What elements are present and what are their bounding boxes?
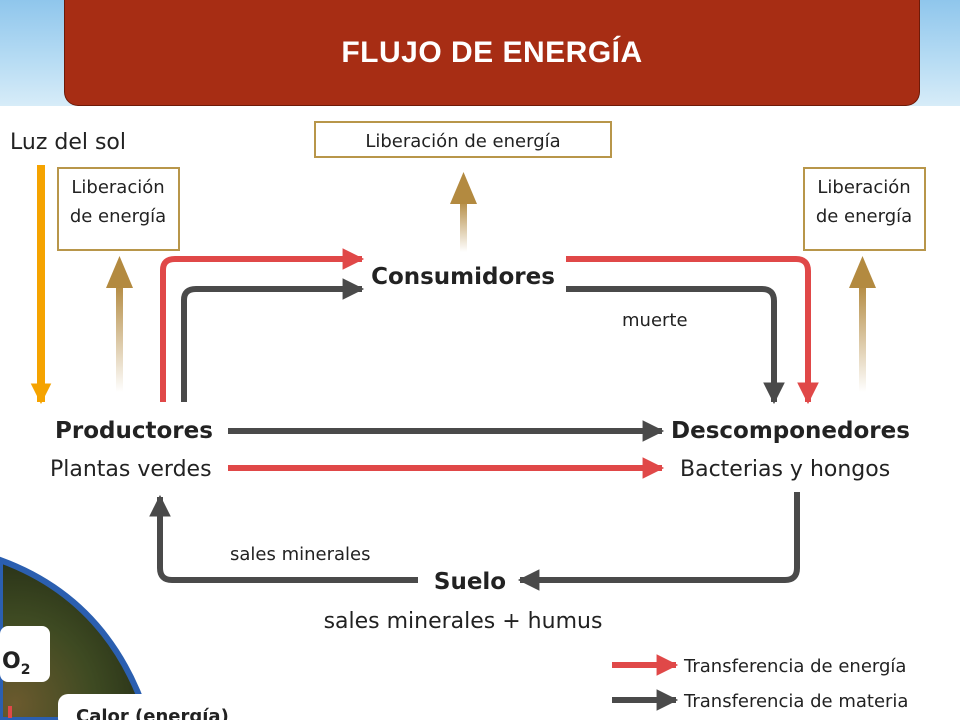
matter-arrow-decomposers-soil: [517, 492, 800, 591]
legend: Transferencia de energía Transferencia d…: [612, 654, 908, 712]
death-label: muerte: [622, 310, 688, 331]
release-arrow-right: [849, 256, 876, 392]
release-arrow-top: [450, 172, 477, 252]
soil-subtitle: sales minerales + humus: [324, 609, 603, 634]
consumers-node: Consumidores: [371, 264, 555, 290]
decomposers-subtitle: Bacterias y hongos: [680, 457, 890, 482]
energy-release-top-label: Liberación de energía: [365, 131, 560, 152]
page-title: FLUJO DE ENERGÍA: [341, 35, 643, 69]
sunlight-label: Luz del sol: [10, 130, 126, 155]
o2-label: O2: [2, 649, 30, 678]
energy-release-right-line2: de energía: [816, 206, 912, 227]
title-banner: FLUJO DE ENERGÍA: [64, 0, 920, 106]
soil-node: Suelo: [434, 569, 506, 595]
energy-release-left-line1: Liberación: [71, 177, 164, 198]
heat-label-bg: [58, 694, 238, 720]
matter-arrow-death: [566, 286, 785, 405]
energy-arrow-producers-consumers: [160, 248, 365, 402]
legend-energy-label: Transferencia de energía: [683, 656, 906, 677]
corner-photo: O2 Calor (energía): [0, 556, 238, 720]
o2-label-bg: [0, 626, 50, 682]
producers-node: Productores: [55, 418, 213, 444]
diagram-canvas: O2 Calor (energía) Luz del sol Liberació…: [0, 121, 926, 720]
energy-release-box-top: [314, 121, 612, 158]
matter-arrow-producers-consumers: [181, 278, 365, 402]
heat-label: Calor (energía): [76, 706, 229, 720]
energy-release-box-right: [803, 167, 926, 251]
energy-release-box-left: [57, 167, 180, 251]
producers-subtitle: Plantas verdes: [50, 457, 212, 482]
matter-arrow-soil-producers: [149, 494, 418, 583]
energy-release-left-line2: de energía: [70, 206, 166, 227]
minerals-label: sales minerales: [230, 544, 370, 565]
legend-matter-label: Transferencia de materia: [683, 691, 908, 712]
decomposers-node: Descomponedores: [671, 418, 910, 444]
energy-release-right-line1: Liberación: [817, 177, 910, 198]
release-arrow-left: [106, 256, 133, 392]
energy-flow-diagram: O2 Calor (energía) Luz del sol Liberació…: [0, 106, 960, 720]
energy-arrow-consumers-decomposers: [566, 256, 819, 405]
